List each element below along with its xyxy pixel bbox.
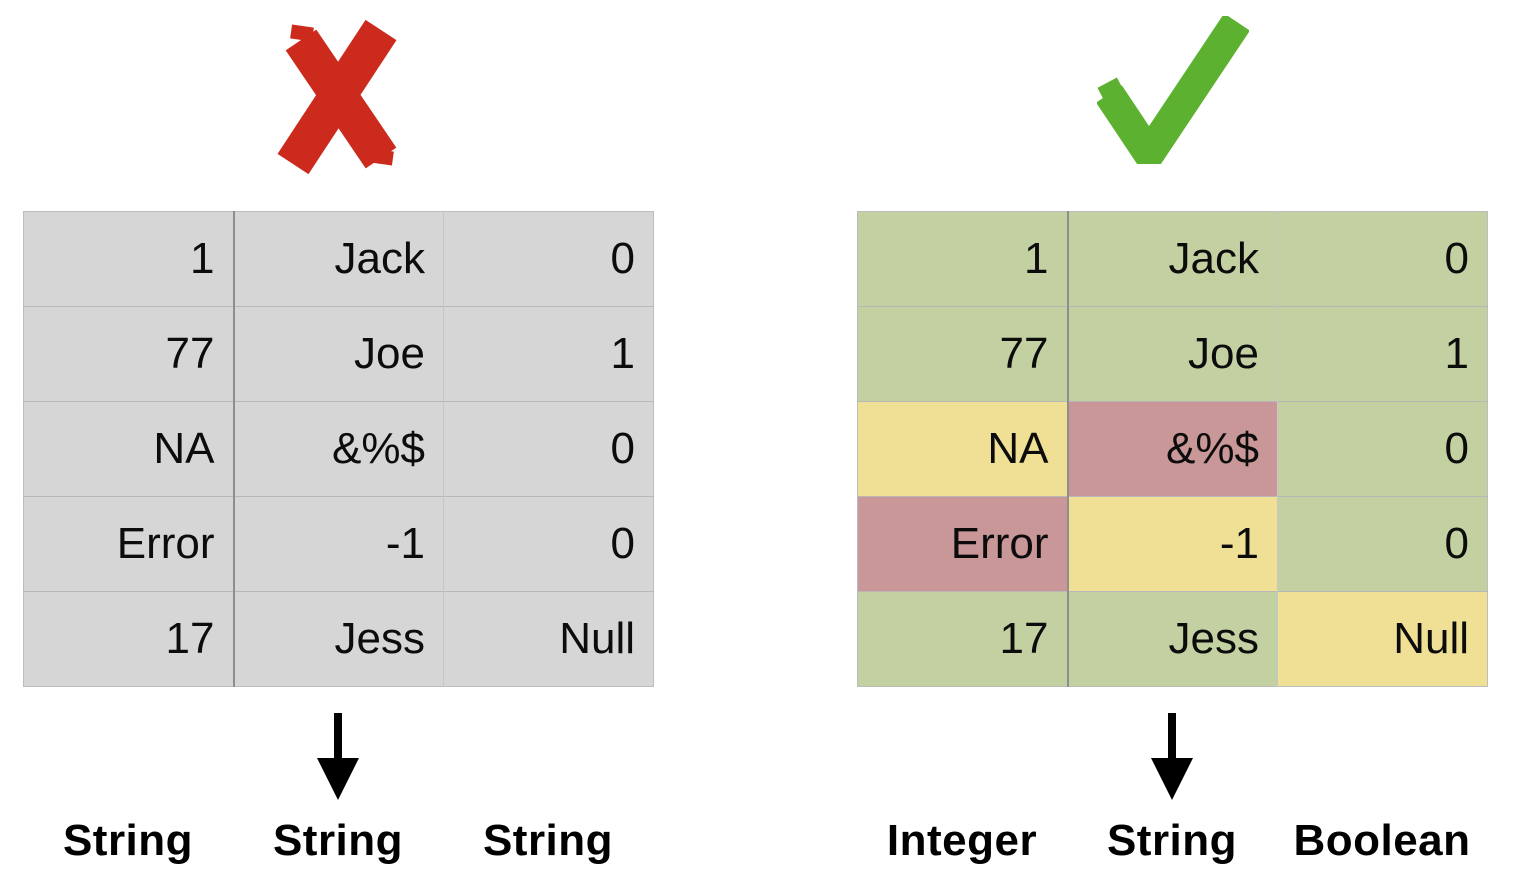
table-cell: Jess (1067, 591, 1278, 687)
table-cell: Null (1277, 591, 1488, 687)
table-cell: -1 (1067, 496, 1278, 592)
table-cell: 0 (1277, 401, 1488, 497)
typed-table: 1 Jack 0 77 Joe 1 NA &%$ 0 Error -1 0 17 (857, 211, 1488, 687)
type-label: Boolean (1293, 816, 1471, 865)
table-cell: &%$ (233, 401, 444, 497)
type-label: String (482, 816, 614, 865)
table-row: 1 Jack 0 (23, 211, 654, 307)
table-cell: 77 (857, 306, 1069, 402)
table-row: NA &%$ 0 (23, 401, 654, 497)
type-label: String (1106, 816, 1238, 865)
untyped-table: 1 Jack 0 77 Joe 1 NA &%$ 0 Error -1 0 17 (23, 211, 654, 687)
inferred-types-row: Integer String Boolean (857, 816, 1487, 866)
table-row: 1 Jack 0 (857, 211, 1488, 307)
table-row: Error -1 0 (23, 496, 654, 592)
x-mark-icon (277, 19, 397, 174)
table-row: 77 Joe 1 (23, 306, 654, 402)
table-cell: Joe (1067, 306, 1278, 402)
down-arrow-icon (1151, 713, 1193, 800)
table-cell: 0 (1277, 211, 1488, 307)
typed-panel: 1 Jack 0 77 Joe 1 NA &%$ 0 Error -1 0 17 (857, 0, 1488, 896)
table-cell: Error (857, 496, 1069, 592)
type-label: Integer (886, 816, 1038, 865)
table-cell: 17 (23, 591, 235, 687)
table-row: 77 Joe 1 (857, 306, 1488, 402)
table-cell: Jack (1067, 211, 1278, 307)
table-cell: 0 (443, 496, 654, 592)
table-cell: Null (443, 591, 654, 687)
table-cell: &%$ (1067, 401, 1278, 497)
inferred-types-row: String String String (23, 816, 653, 866)
type-label: String (62, 816, 194, 865)
untyped-panel: 1 Jack 0 77 Joe 1 NA &%$ 0 Error -1 0 17 (23, 0, 654, 896)
table-row: 17 Jess Null (857, 591, 1488, 687)
table-cell: 77 (23, 306, 235, 402)
table-cell: Joe (233, 306, 444, 402)
table-cell: 1 (1277, 306, 1488, 402)
table-cell: 17 (857, 591, 1069, 687)
table-row: 17 Jess Null (23, 591, 654, 687)
table-cell: 0 (1277, 496, 1488, 592)
down-arrow-icon (317, 713, 359, 800)
table-cell: Error (23, 496, 235, 592)
table-cell: Jack (233, 211, 444, 307)
table-cell: 1 (443, 306, 654, 402)
table-row: NA &%$ 0 (857, 401, 1488, 497)
table-cell: NA (857, 401, 1069, 497)
table-cell: 1 (857, 211, 1069, 307)
table-cell: NA (23, 401, 235, 497)
table-cell: 0 (443, 211, 654, 307)
checkmark-icon (1097, 16, 1249, 164)
table-cell: 1 (23, 211, 235, 307)
table-cell: 0 (443, 401, 654, 497)
table-cell: -1 (233, 496, 444, 592)
table-cell: Jess (233, 591, 444, 687)
type-label: String (272, 816, 404, 865)
table-row: Error -1 0 (857, 496, 1488, 592)
